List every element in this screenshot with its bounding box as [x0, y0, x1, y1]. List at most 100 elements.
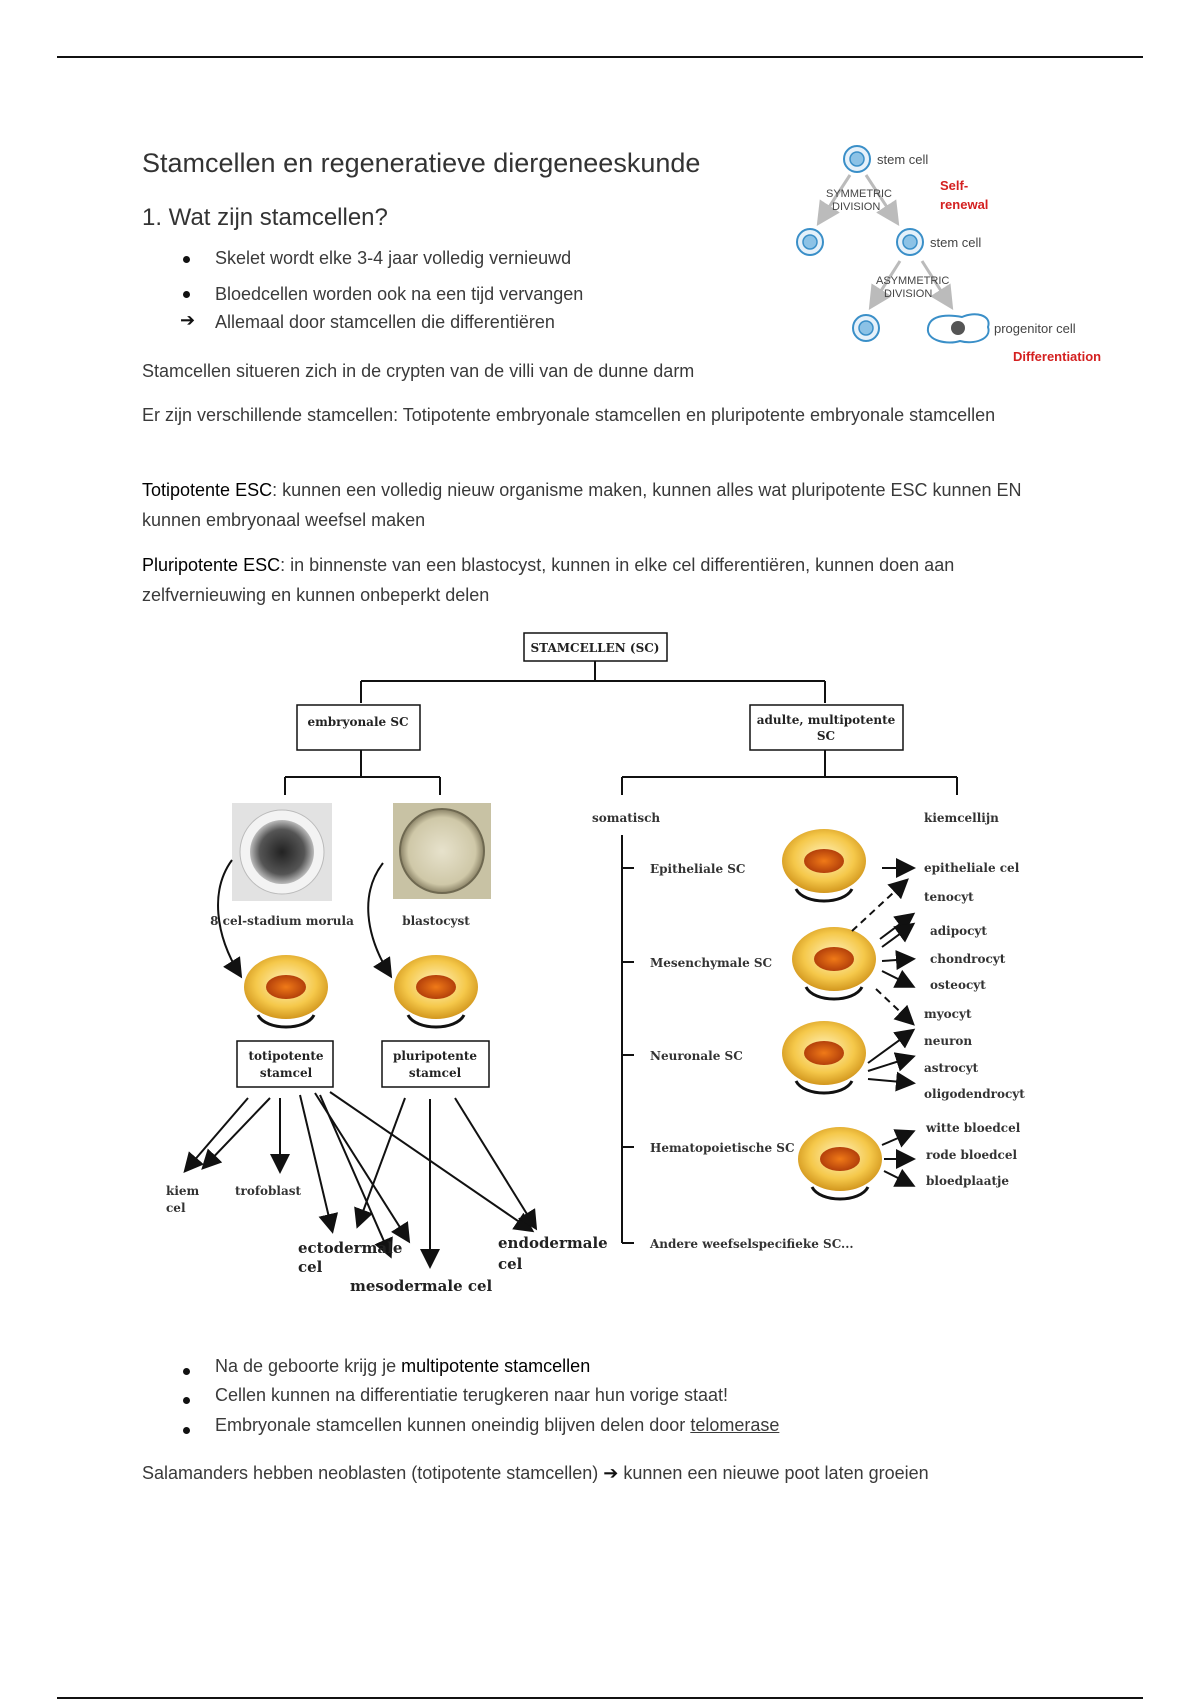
term-multipotent: multipotente stamcellen	[401, 1356, 591, 1376]
bullet-text: Bloedcellen worden ook na een tijd verva…	[215, 284, 584, 304]
other-sc-label: Andere weefselspecifieke SC...	[649, 1237, 854, 1251]
stem-cell-icon	[896, 228, 924, 256]
stem-cell-icon	[852, 314, 880, 342]
page-title: Stamcellen en regeneratieve diergeneesku…	[142, 148, 701, 178]
paragraph-salamander: Salamanders hebben neoblasten (totipoten…	[142, 1458, 1092, 1488]
adult-box	[749, 704, 904, 751]
stem-cell-label: stem cell	[877, 152, 928, 167]
pluripotent-text: : in binnenste van een blastocyst, kunne…	[142, 555, 955, 605]
bullet-text: Skelet wordt elke 3-4 jaar volledig vern…	[215, 248, 572, 268]
product-label: chondrocyt	[930, 952, 1006, 966]
kiemcellijn-label: kiemcellijn	[924, 811, 999, 825]
kiem-cel-label: kiem	[166, 1184, 200, 1198]
totipotent-box	[236, 1040, 334, 1088]
embryonal-label: embryonale SC	[307, 715, 408, 729]
salamander-post: kunnen een nieuwe poot laten groeien	[618, 1463, 929, 1483]
product-label: oligodendrocyt	[924, 1087, 1025, 1101]
hematopoietic-cell-icon	[798, 1127, 882, 1201]
neuronal-label: Neuronale SC	[650, 1049, 743, 1063]
bullet-text: Allemaal door stamcellen die differentië…	[215, 312, 555, 332]
epithelial-products: epitheliale cel tenocyt	[924, 861, 1020, 904]
self-renewal-label: Self-	[940, 178, 968, 193]
ectodermal-label: ectodermale	[298, 1239, 402, 1257]
hematopoietic-products: witte bloedcel rode bloedcel bloedplaatj…	[925, 1121, 1021, 1188]
hematopoietic-label: Hematopoietische SC	[650, 1141, 795, 1155]
bullet-icon	[183, 1427, 190, 1434]
arrow-icon: ➔	[603, 1463, 619, 1483]
term-telomerase: telomerase	[690, 1415, 780, 1435]
paragraph-crypt: Stamcellen situeren zich in de crypten v…	[142, 361, 695, 381]
division-label: DIVISION	[832, 201, 880, 213]
epithelial-cell-icon	[782, 829, 866, 903]
self-renewal-label-2: renewal	[940, 197, 988, 212]
endodermal-label-2: cel	[498, 1255, 523, 1273]
stem-cell-classification-diagram: STAMCELLEN (SC) embryonale SC adulte, mu…	[166, 632, 1025, 1295]
bullet-icon	[183, 1368, 190, 1375]
paragraph-pluripotent: Pluripotente ESC: in binnenste van een b…	[142, 550, 1062, 610]
mesenchymal-label: Mesenchymale SC	[650, 956, 772, 970]
blastocyst-label: blastocyst	[402, 914, 470, 928]
embryonal-box	[296, 704, 421, 751]
section-heading: 1. Wat zijn stamcellen?	[142, 204, 388, 231]
product-label: witte bloedcel	[925, 1121, 1021, 1135]
mesenchymal-cell-icon	[792, 927, 876, 1001]
bullet-icon	[183, 291, 190, 298]
epithelial-label: Epitheliale SC	[650, 862, 745, 876]
bullet-text: Cellen kunnen na differentiatie terugker…	[215, 1385, 729, 1405]
product-label: astrocyt	[924, 1061, 979, 1075]
adult-label-2: SC	[817, 729, 835, 743]
kiem-cel-label-2: cel	[166, 1201, 186, 1215]
stem-cell-icon	[843, 145, 871, 173]
stem-cell-icon	[796, 228, 824, 256]
adult-label: adulte, multipotente	[757, 713, 896, 727]
term-totipotent: Totipotente ESC	[142, 480, 273, 500]
totipotent-box-label: totipotente	[248, 1049, 323, 1063]
root-box	[523, 632, 668, 662]
pluripotent-box	[381, 1040, 490, 1088]
morula-label: 8 cel-stadium morula	[210, 914, 354, 928]
term-pluripotent: Pluripotente ESC	[142, 555, 281, 575]
stem-cell-division-figure: stem cell SYMMETRIC DIVISION Self- renew…	[796, 145, 1101, 364]
product-label: tenocyt	[924, 890, 974, 904]
top-rule	[57, 56, 1143, 58]
product-label: neuron	[924, 1034, 972, 1048]
product-label: epitheliale cel	[924, 861, 1020, 875]
pluripotent-box-label: pluripotente	[393, 1049, 477, 1063]
bullet-text: Na de geboorte krijg je multipotente sta…	[215, 1356, 590, 1377]
mesodermal-label: mesodermale cel	[350, 1277, 493, 1295]
bullet-icon	[183, 256, 190, 263]
pluripotent-cell-icon	[394, 955, 478, 1029]
product-label: adipocyt	[930, 924, 987, 938]
paragraph-types: Er zijn verschillende stamcellen: Totipo…	[142, 405, 996, 425]
totipotent-text: : kunnen een volledig nieuw organisme ma…	[142, 480, 1022, 530]
arrow-icon: ➔	[180, 310, 196, 330]
root-label: STAMCELLEN (SC)	[531, 641, 660, 655]
progenitor-cell-icon	[926, 313, 990, 344]
asymmetric-label: ASYMMETRIC	[876, 275, 949, 287]
division-label: DIVISION	[884, 288, 932, 300]
symmetric-label: SYMMETRIC	[826, 188, 892, 200]
differentiation-label: Differentiation	[1013, 349, 1101, 364]
somatisch-label: somatisch	[592, 811, 660, 825]
ectodermal-label-2: cel	[298, 1258, 323, 1276]
neuronal-cell-icon	[782, 1021, 866, 1095]
totipotent-box-label-2: stamcel	[260, 1066, 313, 1080]
bullet-pre: Na de geboorte krijg je	[215, 1356, 402, 1376]
stem-cell-label: stem cell	[930, 235, 981, 250]
endodermal-label: endodermale	[498, 1234, 608, 1252]
trofoblast-label: trofoblast	[235, 1184, 302, 1198]
mesenchymal-products: adipocyt chondrocyt osteocyt myocyt	[924, 924, 1006, 1021]
paragraph-totipotent: Totipotente ESC: kunnen een volledig nie…	[142, 475, 1047, 535]
pluripotent-box-label-2: stamcel	[409, 1066, 462, 1080]
bullet-text: Embryonale stamcellen kunnen oneindig bl…	[215, 1415, 779, 1436]
bottom-rule	[57, 1697, 1143, 1699]
product-label: bloedplaatje	[926, 1174, 1009, 1188]
neuronal-products: neuron astrocyt oligodendrocyt	[924, 1034, 1025, 1101]
bullet-pre: Embryonale stamcellen kunnen oneindig bl…	[215, 1415, 691, 1435]
salamander-pre: Salamanders hebben neoblasten (totipoten…	[142, 1463, 604, 1483]
product-label: rode bloedcel	[926, 1148, 1017, 1162]
bullet-icon	[183, 1397, 190, 1404]
progenitor-label: progenitor cell	[994, 321, 1076, 336]
totipotent-cell-icon	[244, 955, 328, 1029]
product-label: myocyt	[924, 1007, 972, 1021]
